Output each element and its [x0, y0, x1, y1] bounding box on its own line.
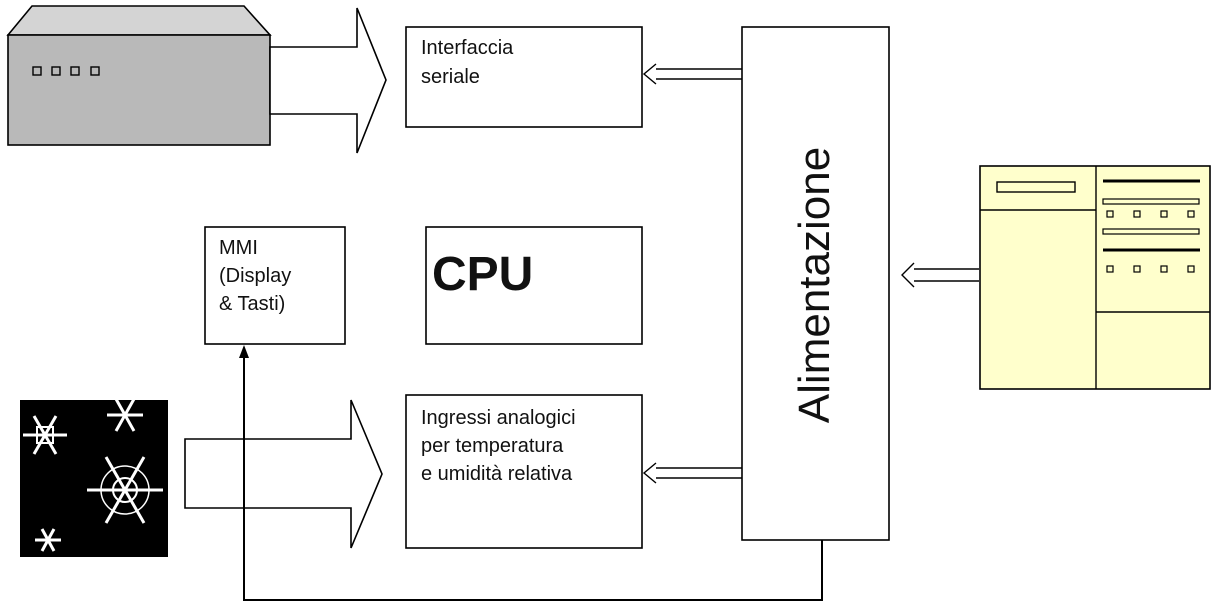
- power-arrow-analog: [642, 462, 742, 484]
- power-line-mmi: [239, 345, 823, 601]
- cpu-block: CPU: [425, 226, 643, 345]
- snowflakes-icon: [20, 398, 168, 557]
- data-arrow-serial: [269, 7, 387, 154]
- analog-inputs-block: Ingressi analogici per temperatura e umi…: [405, 394, 643, 549]
- power-arrow-serial: [642, 63, 742, 85]
- analog-inputs-line-2: per temperatura: [421, 435, 564, 457]
- serial-interface-block: Interfaccia seriale: [405, 26, 643, 128]
- mmi-line-1: MMI: [219, 237, 258, 259]
- device-leds: [32, 66, 100, 76]
- cpu-label: CPU: [432, 248, 533, 301]
- electrical-cabinet-icon: [979, 165, 1211, 390]
- serial-interface-line-2: seriale: [421, 66, 480, 88]
- serial-interface-line-1: Interfaccia: [421, 37, 514, 59]
- power-supply-block: Alimentazione: [741, 26, 890, 541]
- mmi-line-3: & Tasti): [219, 293, 285, 315]
- data-arrow-analog: [184, 399, 383, 549]
- analog-inputs-line-1: Ingressi analogici: [421, 407, 576, 429]
- mmi-line-2: (Display: [219, 265, 291, 287]
- power-arrow-input: [901, 262, 979, 288]
- mmi-block: MMI (Display & Tasti): [204, 226, 346, 345]
- power-supply-label: Alimentazione: [790, 147, 839, 423]
- analog-inputs-line-3: e umidità relativa: [421, 463, 573, 485]
- serial-device-icon: [6, 5, 272, 146]
